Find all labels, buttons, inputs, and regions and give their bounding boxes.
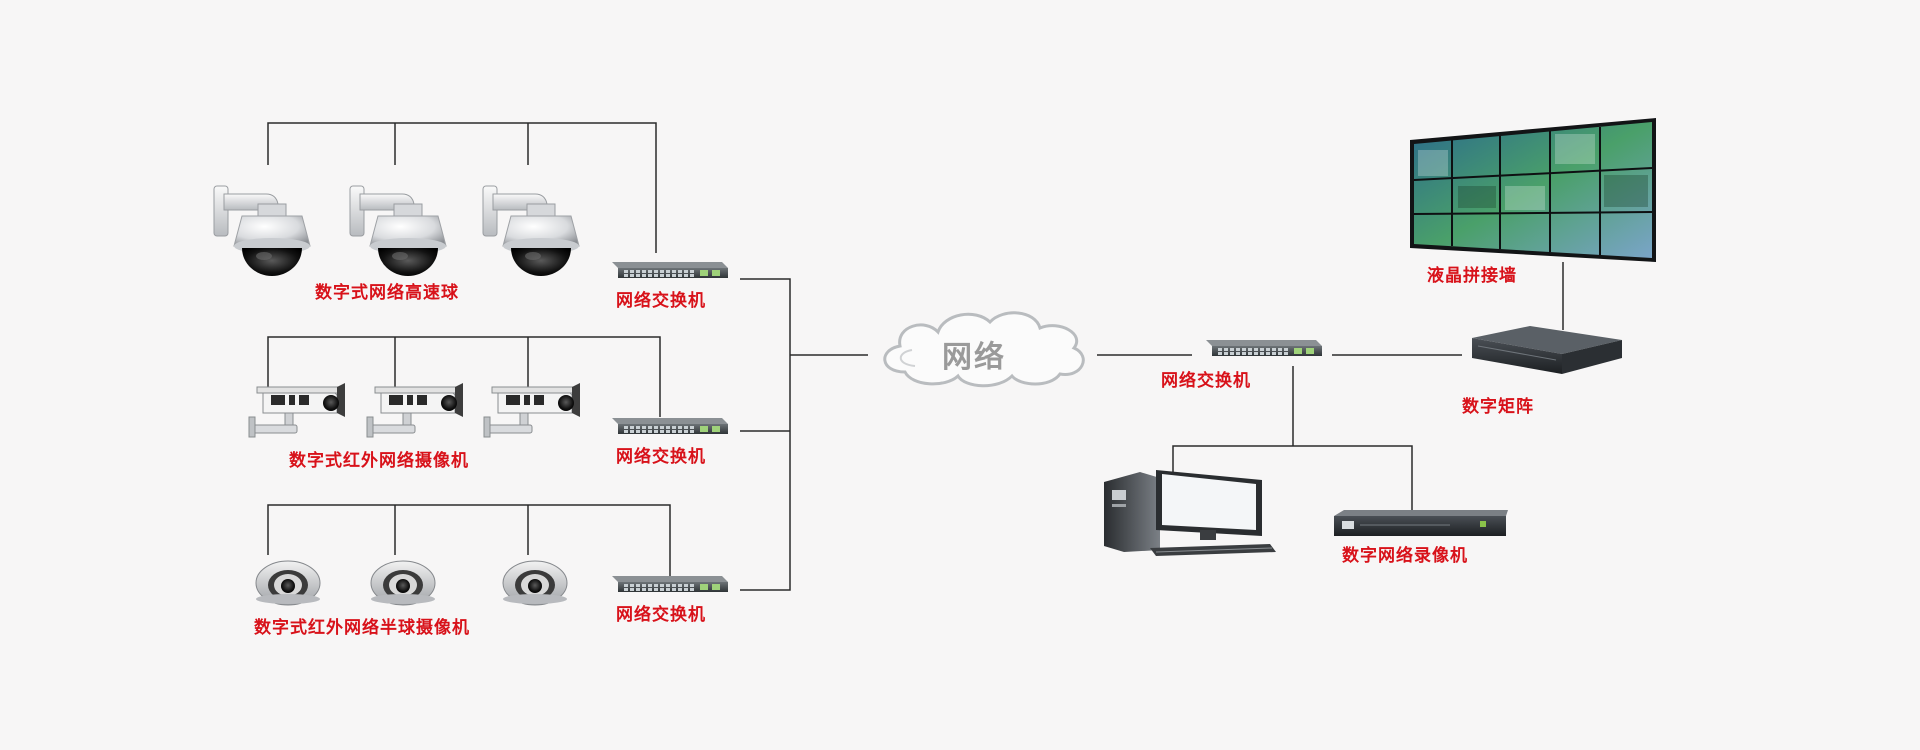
- ptz-cameras-label: 数字式网络高速球: [315, 283, 459, 303]
- computer-workstation-icon: [1104, 470, 1276, 556]
- switch-2-label: 网络交换机: [616, 447, 706, 467]
- network-switch-icon: [612, 576, 728, 592]
- ptz-dome-camera-icon: [349, 185, 447, 277]
- switch-1-label: 网络交换机: [616, 291, 706, 311]
- network-switch-icon: [612, 262, 728, 278]
- matrix-box-icon: [1472, 326, 1622, 374]
- ir-bullet-camera-icon: [483, 382, 581, 438]
- network-switch-icon: [612, 418, 728, 434]
- nvr-label: 数字网络录像机: [1342, 546, 1468, 566]
- nvr-recorder-icon: [1334, 510, 1508, 536]
- mini-dome-camera-icon: [255, 560, 321, 606]
- ir-bullet-camera-icon: [248, 382, 346, 438]
- video-wall-label: 液晶拼接墙: [1427, 266, 1517, 286]
- network-label: 网络: [942, 340, 1006, 375]
- dome-cameras-label: 数字式红外网络半球摄像机: [254, 618, 470, 638]
- ir-cameras-label: 数字式红外网络摄像机: [289, 451, 469, 471]
- mini-dome-camera-icon: [370, 560, 436, 606]
- video-wall-icon: [1410, 118, 1656, 262]
- switch-3-label: 网络交换机: [616, 605, 706, 625]
- mini-dome-camera-group: [255, 560, 568, 606]
- ir-camera-group: [248, 382, 581, 438]
- connection-lines: [267, 122, 1564, 591]
- cloud-icon: [883, 311, 1085, 388]
- digital-matrix-label: 数字矩阵: [1462, 397, 1534, 417]
- switch-center-label: 网络交换机: [1161, 371, 1251, 391]
- network-switch-icon: [1206, 340, 1322, 356]
- ir-bullet-camera-icon: [366, 382, 464, 438]
- ptz-dome-camera-icon: [482, 185, 580, 277]
- ptz-camera-group: [213, 185, 580, 277]
- ptz-dome-camera-icon: [213, 185, 311, 277]
- mini-dome-camera-icon: [502, 560, 568, 606]
